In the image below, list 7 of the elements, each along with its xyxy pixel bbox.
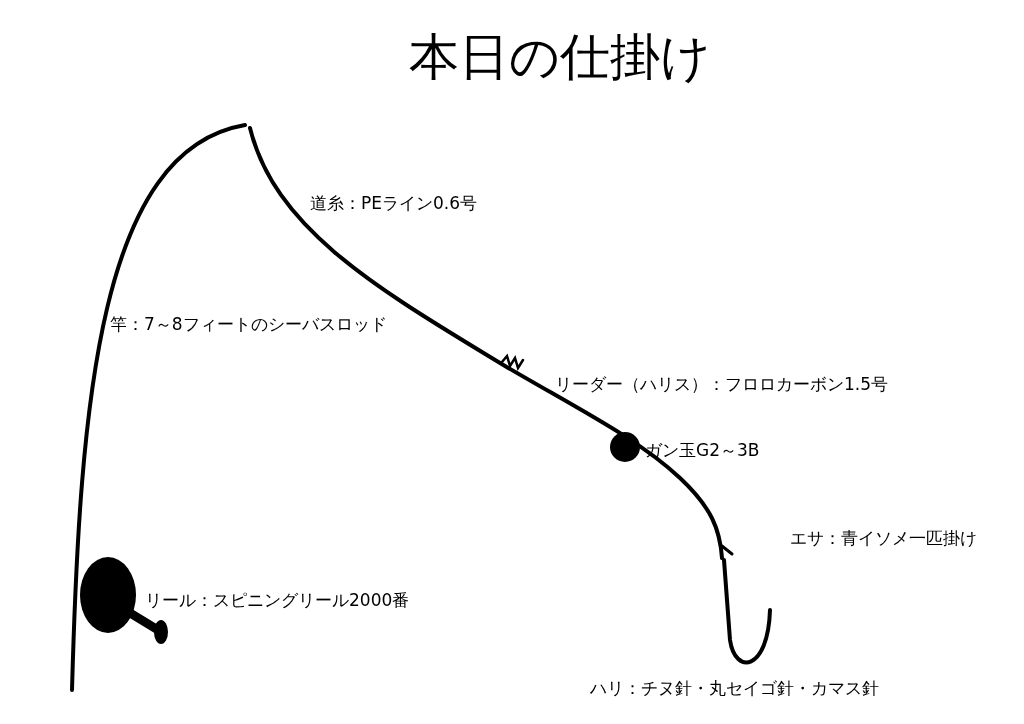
part-label: エサ：青イソメ一匹掛け (790, 528, 977, 549)
part-label: ハリ：チヌ針・丸セイゴ針・カマス針 (590, 678, 879, 699)
part-label: リール：スピニングリール2000番 (145, 590, 410, 611)
part-label: 道糸：PEライン0.6号 (310, 193, 478, 214)
title: 本日の仕掛け (408, 30, 712, 85)
part-label: 竿：7～8フィートのシーバスロッド (110, 314, 387, 335)
part-label: リーダー（ハリス）：フロロカーボン1.5号 (555, 374, 889, 395)
